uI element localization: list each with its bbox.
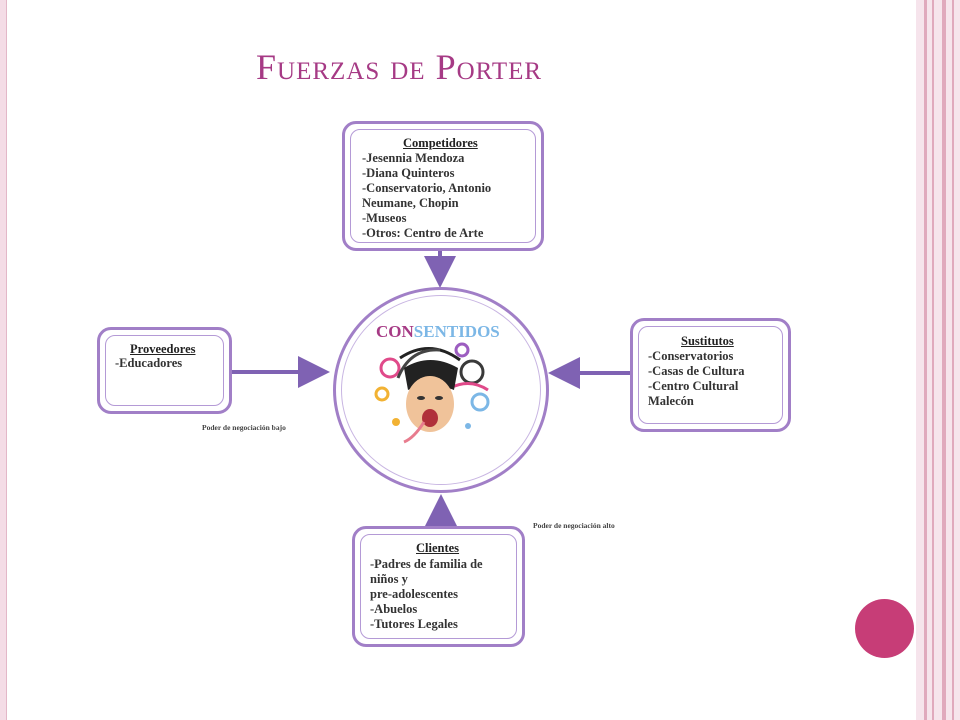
- proveedores-list: -Educadores: [115, 356, 182, 371]
- brand-logo-text: CONSENTIDOS: [376, 322, 500, 341]
- decorative-circle: [855, 599, 914, 658]
- list-item: -Centro Cultural: [648, 379, 739, 393]
- sustitutos-heading: Sustitutos: [681, 334, 734, 348]
- list-item: -Jesennia Mendoza: [362, 151, 465, 165]
- sustitutos-list: -Conservatorios -Casas de Cultura -Centr…: [648, 349, 745, 409]
- proveedores-power-note: Poder de negociación bajo: [202, 423, 286, 432]
- proveedores-heading: Proveedores: [130, 342, 196, 356]
- sustitutos-box: [630, 318, 791, 432]
- list-item: pre-adolescentes: [370, 587, 458, 601]
- list-item: -Museos: [362, 211, 407, 225]
- list-item: Malecón: [648, 394, 694, 408]
- list-item: -Diana Quinteros: [362, 166, 455, 180]
- list-item: -Otros: Centro de Arte: [362, 226, 484, 240]
- list-item: -Casas de Cultura: [648, 364, 745, 378]
- list-item: Neumane, Chopin: [362, 196, 459, 210]
- slide-frame-right: [916, 0, 960, 720]
- clientes-heading: Clientes: [416, 541, 460, 555]
- clientes-power-note: Poder de negociación alto: [533, 521, 615, 530]
- clientes-box: [352, 526, 525, 647]
- competidores-list: -Jesennia Mendoza -Diana Quinteros -Cons…: [362, 151, 491, 241]
- slide-frame-left: [0, 0, 7, 720]
- competidores-heading: Competidores: [403, 136, 478, 150]
- list-item: -Conservatorios: [648, 349, 734, 363]
- list-item: -Padres de familia de: [370, 557, 483, 571]
- list-item: -Conservatorio, Antonio: [362, 181, 492, 195]
- proveedores-box: [97, 327, 232, 414]
- list-item: -Abuelos: [370, 602, 418, 616]
- slide-title: Fuerzas de Porter: [256, 47, 543, 87]
- list-item: -Tutores Legales: [370, 617, 458, 631]
- clientes-list: -Padres de familia de niños y pre-adoles…: [370, 557, 483, 632]
- competidores-box: [342, 121, 544, 251]
- list-item: niños y: [370, 572, 408, 586]
- list-item: -Educadores: [115, 356, 183, 370]
- artistic-face-illustration: [374, 342, 490, 444]
